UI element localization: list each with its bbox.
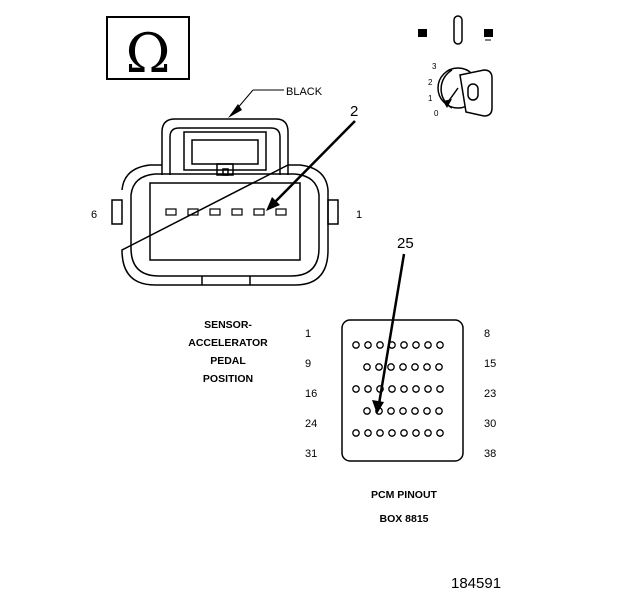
color-callout: BLACK [228, 86, 323, 118]
pcm-pin [424, 341, 432, 349]
pcm-row-start-number: 1 [305, 328, 311, 340]
pcm-pin [435, 363, 443, 371]
pin-callout-2: 2 [266, 103, 358, 211]
pcm-pin [352, 429, 360, 437]
pcm-pin [412, 385, 420, 393]
key-hole [467, 83, 479, 101]
ground-symbol: Ω [106, 16, 190, 85]
pcm-pin [411, 407, 419, 415]
pcm-pin [424, 385, 432, 393]
pcm-pin [436, 341, 444, 349]
connector-pin-slot [253, 208, 265, 216]
ignition-key-icon: 3 2 1 0 [418, 15, 493, 118]
pcm-subtitle: BOX 8815 [379, 513, 428, 525]
pcm-pin [364, 341, 372, 349]
pcm-title: PCM PINOUT [371, 489, 438, 501]
callout-arrowhead [372, 400, 384, 414]
pcm-pin [388, 385, 396, 393]
callout-arrowhead [266, 197, 280, 211]
key-position-label: 2 [428, 78, 433, 87]
connector-pin-slot [209, 208, 221, 216]
pcm-pin [400, 341, 408, 349]
sensor-label-line: SENSOR- [204, 319, 252, 331]
pcm-row-start-number: 9 [305, 358, 311, 370]
pcm-pin [376, 429, 384, 437]
pcm-row-end-number: 23 [484, 388, 496, 400]
sensor-label-line: ACCELERATOR [188, 337, 268, 349]
key-position-label: 3 [432, 62, 437, 71]
pcm-pin [364, 429, 372, 437]
pcm-row-end-number: 8 [484, 328, 490, 340]
connector-pin-number-right: 1 [356, 209, 362, 221]
callout-arrowhead [228, 104, 242, 118]
pin-callout-25: 25 [372, 235, 414, 414]
pcm-pin [388, 429, 396, 437]
ignition-off-marker [418, 29, 427, 37]
key-position-label: 1 [428, 94, 433, 103]
pcm-pin [412, 341, 420, 349]
pcm-pin [376, 341, 384, 349]
sensor-label-line: POSITION [203, 373, 253, 385]
connector-pin-slot [187, 208, 199, 216]
pcm-pin [436, 385, 444, 393]
connector-pin-slot [165, 208, 177, 216]
pcm-pin [436, 429, 444, 437]
key-pointer [443, 99, 452, 108]
pcm-pin [435, 407, 443, 415]
sensor-label: SENSOR- ACCELERATOR PEDAL POSITION [188, 319, 268, 385]
figure-id: 184591 [451, 575, 501, 592]
pcm-pin [352, 385, 360, 393]
pcm-pin [400, 385, 408, 393]
pcm-row-start-number: 31 [305, 448, 317, 460]
pin-cavity [149, 182, 301, 261]
pcm-pin [375, 363, 383, 371]
connector-body [121, 164, 329, 286]
pcm-pins [352, 341, 444, 437]
pcm-pinout: 1 9 16 24 31 8 15 23 30 38 [305, 319, 496, 462]
pcm-row-end-number: 15 [484, 358, 496, 370]
latch-tab [183, 131, 267, 171]
pcm-pin [412, 429, 420, 437]
pcm-row-start-number: 16 [305, 388, 317, 400]
sensor-label-line: PEDAL [210, 355, 246, 367]
pcm-pin [387, 363, 395, 371]
connector-side-tab [111, 199, 123, 225]
pcm-pin [423, 407, 431, 415]
connector-pin-slot [275, 208, 287, 216]
connector-pin-number-left: 6 [91, 209, 97, 221]
connector-pin-slot [231, 208, 243, 216]
callout-number: 25 [397, 235, 414, 252]
pcm-pin [423, 363, 431, 371]
connector-housing [111, 118, 339, 286]
pcm-pin [387, 407, 395, 415]
pcm-pinout-box [341, 319, 464, 462]
pcm-pin [363, 363, 371, 371]
pcm-row-start-number: 24 [305, 418, 317, 430]
key-head [459, 69, 493, 117]
pcm-pin [364, 385, 372, 393]
connector-side-tab [327, 199, 339, 225]
omega-icon: Ω [126, 22, 171, 85]
connector-color-label: BLACK [286, 86, 323, 98]
ground-symbol-box [106, 16, 190, 80]
pcm-pin [424, 429, 432, 437]
pcm-pin [399, 363, 407, 371]
pcm-row-end-number: 30 [484, 418, 496, 430]
pcm-row-end-number: 38 [484, 448, 496, 460]
pcm-pin [363, 407, 371, 415]
pcm-pin [352, 341, 360, 349]
connector-pins [165, 208, 287, 216]
pcm-pin [400, 429, 408, 437]
pcm-pin [411, 363, 419, 371]
key-position-label: 0 [434, 109, 439, 118]
ignition-on-marker [484, 29, 493, 37]
ignition-slot [453, 15, 463, 45]
callout-number: 2 [350, 103, 358, 120]
pcm-pin [399, 407, 407, 415]
